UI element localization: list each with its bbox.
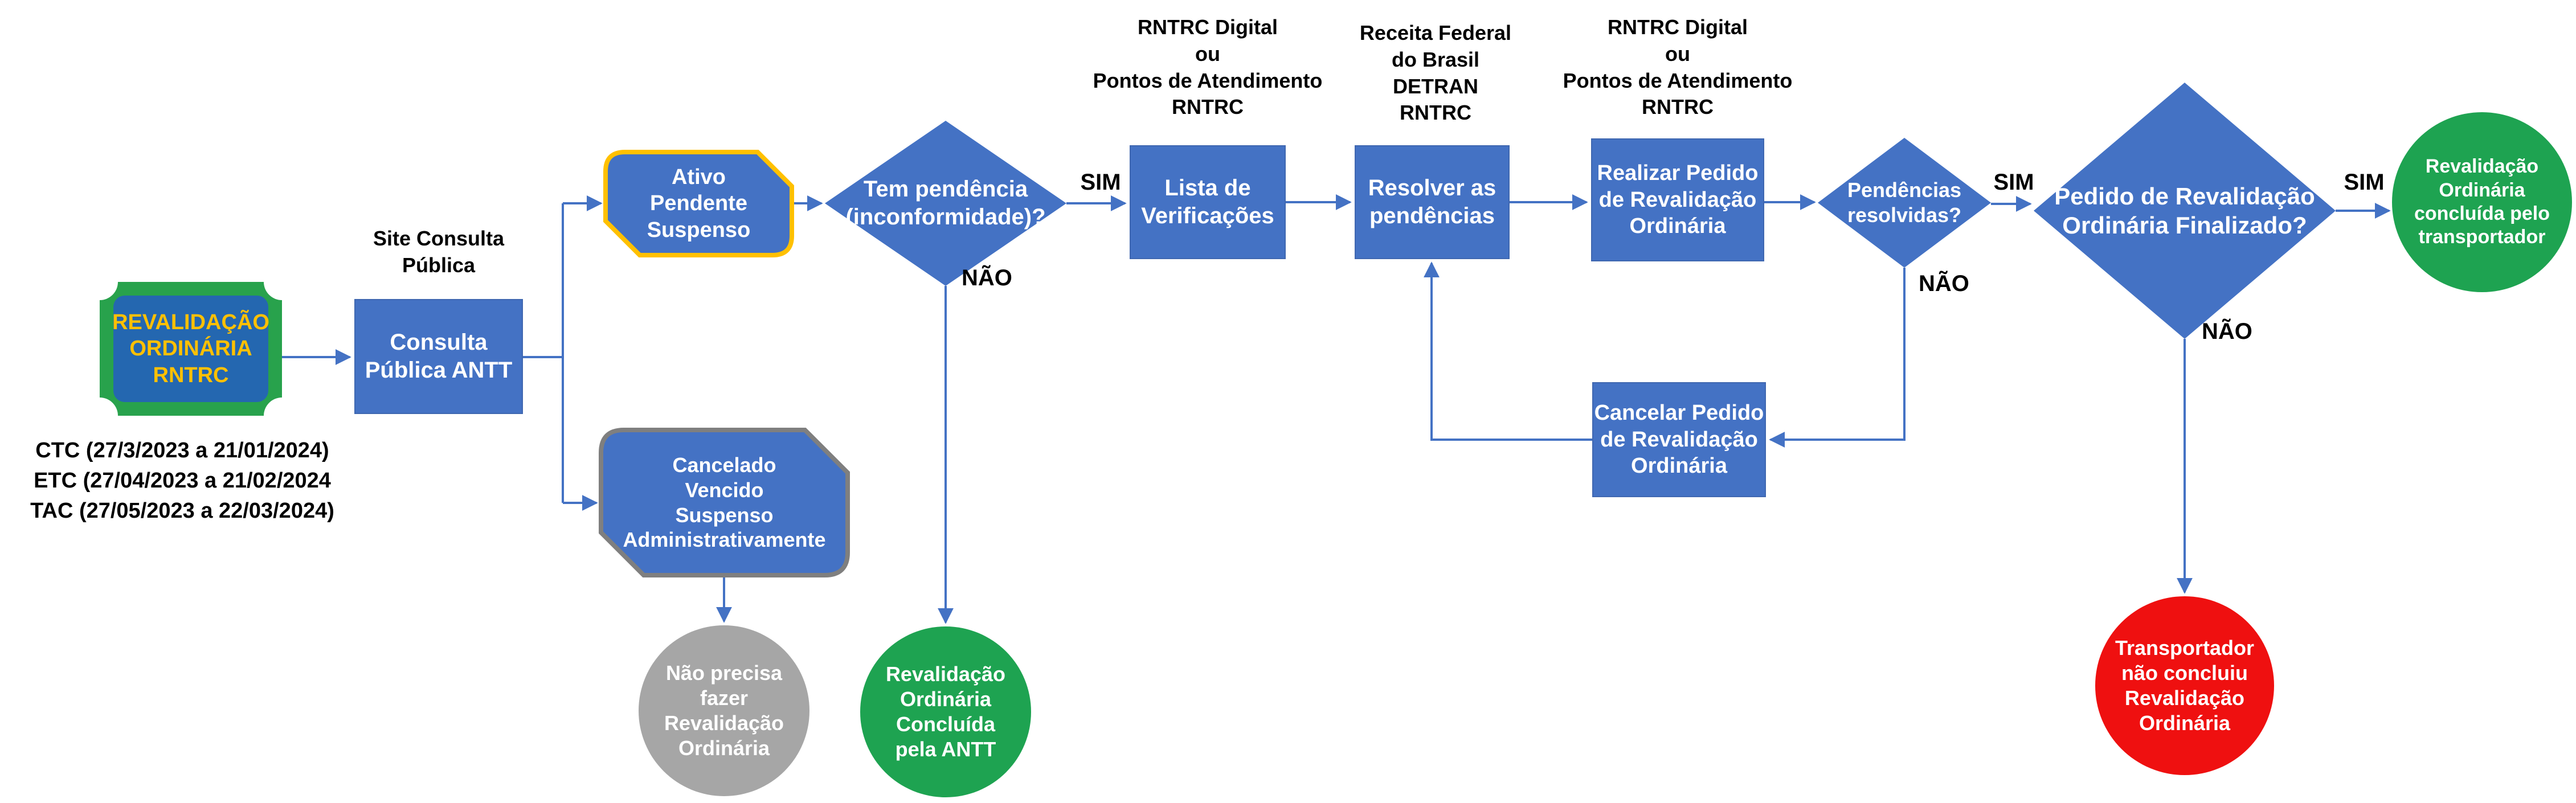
status-ativo-pendente-suspenso: Ativo Pendente Suspenso xyxy=(603,150,794,257)
status-ativo-label: Ativo Pendente Suspenso xyxy=(647,165,751,242)
caption-canais-realizar: RNTRC Digital ou Pontos de Atendimento R… xyxy=(1563,15,1793,119)
decision-tem-pendencia: Tem pendência (inconformidade)? xyxy=(825,121,1066,286)
diamond-shape xyxy=(2034,83,2336,339)
terminal-concluida-pela-antt: Revalidação Ordinária Concluída pela ANT… xyxy=(860,626,1031,797)
edge-label-sim-3: SIM xyxy=(2344,170,2385,195)
decision-pedido-finalizado-label: Pedido de Revalidação Ordinária Finaliza… xyxy=(2054,182,2315,239)
status-cancelado-vencido-suspenso: Cancelado Vencido Suspenso Administrativ… xyxy=(599,428,850,577)
status-cancelado-label: Cancelado Vencido Suspenso Administrativ… xyxy=(623,453,826,552)
diamond-shape xyxy=(825,121,1066,286)
caption-site-consulta-publica: Site Consulta Pública xyxy=(373,227,505,277)
process-resolver-pendencias: Resolver as pendências xyxy=(1355,145,1510,259)
process-realizar-pedido: Realizar Pedido de Revalidação Ordinária xyxy=(1591,138,1764,261)
terminal-concluida-pelo-transportador: Revalidação Ordinária concluída pelo tra… xyxy=(2392,112,2572,292)
edge-label-nao-1: NÃO xyxy=(962,265,1012,290)
snip-round-box-yellow xyxy=(603,150,794,257)
edge-label-sim-2: SIM xyxy=(1993,170,2034,195)
diamond-shape xyxy=(1818,138,1991,268)
process-cancelar-pedido: Cancelar Pedido de Revalidação Ordinária xyxy=(1592,382,1766,497)
decision-tem-pendencia-label: Tem pendência (inconformidade)? xyxy=(845,177,1046,230)
caption-canais-lista: RNTRC Digital ou Pontos de Atendimento R… xyxy=(1093,15,1323,119)
decision-pendencias-resolvidas: Pendências resolvidas? xyxy=(1818,138,1991,268)
terminal-nao-precisa-revalidacao: Não precisa fazer Revalidação Ordinária xyxy=(639,625,809,796)
process-consulta-publica-antt: Consulta Pública ANTT xyxy=(354,299,523,414)
badge-plaque-shape xyxy=(100,282,282,416)
snip-round-box-gray xyxy=(599,428,850,577)
decision-pedido-finalizado: Pedido de Revalidação Ordinária Finaliza… xyxy=(2034,83,2336,339)
edge-label-nao-3: NÃO xyxy=(2202,319,2252,344)
caption-orgaos-resolver: Receita Federal do Brasil DETRAN RNTRC xyxy=(1359,21,1512,125)
terminal-nao-concluiu: Transportador não concluiu Revalidação O… xyxy=(2095,596,2274,775)
start-badge-revalidacao-rntrc: REVALIDAÇÃO ORDINÁRIA RNTRC xyxy=(100,282,282,416)
edge-label-sim-1: SIM xyxy=(1080,170,1121,195)
decision-pendencias-resolvidas-label: Pendências resolvidas? xyxy=(1847,178,1962,227)
badge-label: REVALIDAÇÃO ORDINÁRIA RNTRC xyxy=(112,310,269,387)
edge-label-nao-2: NÃO xyxy=(1919,271,1969,296)
process-lista-de-verificacoes: Lista de Verificações xyxy=(1130,145,1286,259)
validity-dates-note: CTC (27/3/2023 a 21/01/2024) ETC (27/04/… xyxy=(30,439,334,523)
